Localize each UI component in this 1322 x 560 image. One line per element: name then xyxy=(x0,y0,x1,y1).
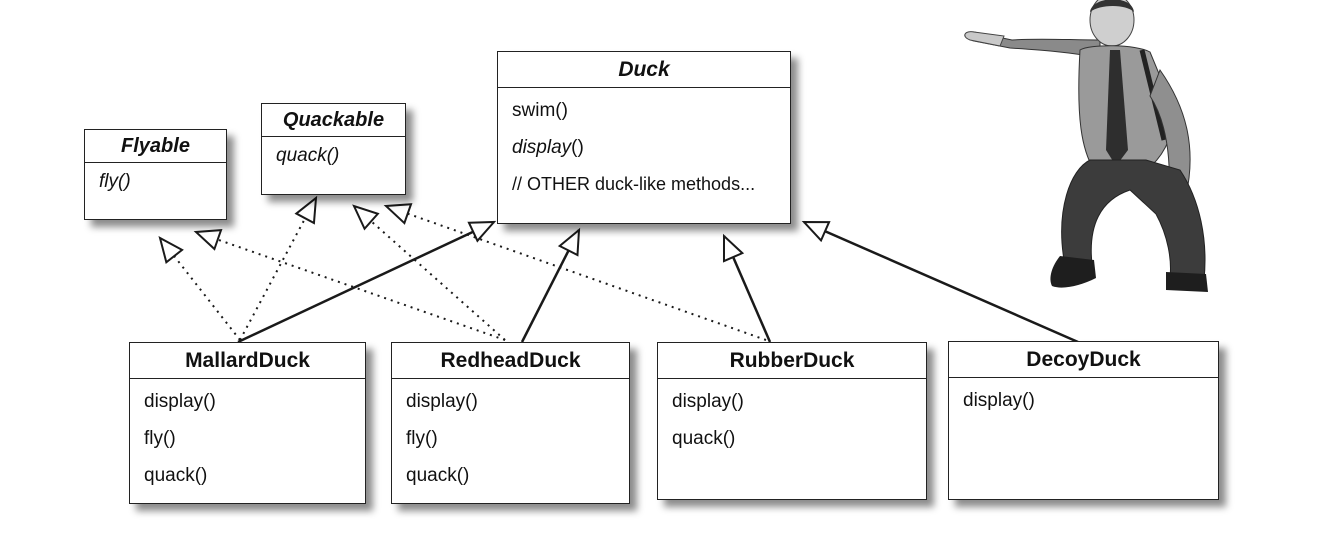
presenter-left-shoe xyxy=(1050,256,1096,288)
class-rubberduck: RubberDuck display() quack() xyxy=(657,342,927,500)
impl-mallard-to-flyable xyxy=(158,236,241,341)
method-fly-abstract: fly() xyxy=(99,171,131,192)
method-quack-abstract: quack() xyxy=(276,145,340,166)
method-display: display() xyxy=(144,391,216,412)
method-display-parens: () xyxy=(571,137,584,158)
class-mallardduck-methods: display() fly() quack() xyxy=(130,379,365,494)
method-quack: quack() xyxy=(406,465,470,486)
impl-redhead-to-quackable xyxy=(352,204,506,341)
class-duck: Duck swim() display() // OTHER duck-like… xyxy=(497,51,791,224)
presenter-raised-hand xyxy=(964,31,1005,47)
method-fly: fly() xyxy=(144,428,176,449)
method-quack: quack() xyxy=(144,465,208,486)
class-duck-name: Duck xyxy=(498,52,790,88)
class-duck-methods: swim() display() // OTHER duck-like meth… xyxy=(498,88,790,203)
interface-flyable: Flyable fly() xyxy=(84,129,227,220)
inherit-decoy-to-duck xyxy=(801,220,1079,344)
inherit-redhead-to-duck xyxy=(520,227,581,343)
impl-rubber-to-quackable xyxy=(383,203,767,341)
class-redheadduck-name: RedheadDuck xyxy=(392,343,629,379)
method-display: display() xyxy=(672,391,744,412)
presenter-tie xyxy=(1106,50,1128,166)
interface-quackable-methods: quack() xyxy=(262,137,405,173)
class-decoyduck-name: DecoyDuck xyxy=(949,342,1218,378)
interface-quackable: Quackable quack() xyxy=(261,103,406,195)
inherit-mallard-to-duck xyxy=(237,220,497,344)
impl-redhead-to-flyable xyxy=(193,229,506,341)
presenter-right-shoe xyxy=(1166,272,1208,292)
class-decoyduck: DecoyDuck display() xyxy=(948,341,1219,500)
interface-flyable-methods: fly() xyxy=(85,163,226,199)
method-display-name: display xyxy=(512,137,572,158)
impl-mallard-to-quackable xyxy=(239,195,318,341)
class-decoyduck-methods: display() xyxy=(949,378,1218,419)
interface-flyable-name: Flyable xyxy=(85,130,226,163)
method-fly: fly() xyxy=(406,428,438,449)
class-mallardduck-name: MallardDuck xyxy=(130,343,365,379)
method-display-abstract: display() xyxy=(512,129,778,166)
presenter-hair xyxy=(1090,0,1134,12)
method-quack: quack() xyxy=(672,428,736,449)
class-rubberduck-methods: display() quack() xyxy=(658,379,926,457)
method-display: display() xyxy=(406,391,478,412)
method-other: // OTHER duck-like methods... xyxy=(512,174,756,194)
method-display: display() xyxy=(963,390,1035,411)
class-redheadduck: RedheadDuck display() fly() quack() xyxy=(391,342,630,504)
presenter-illustration xyxy=(964,0,1208,292)
class-mallardduck: MallardDuck display() fly() quack() xyxy=(129,342,366,504)
method-swim: swim() xyxy=(512,100,568,121)
class-redheadduck-methods: display() fly() quack() xyxy=(392,379,629,494)
presenter-legs xyxy=(1061,159,1206,281)
interface-quackable-name: Quackable xyxy=(262,104,405,137)
inherit-rubber-to-duck xyxy=(722,233,772,343)
class-rubberduck-name: RubberDuck xyxy=(658,343,926,379)
